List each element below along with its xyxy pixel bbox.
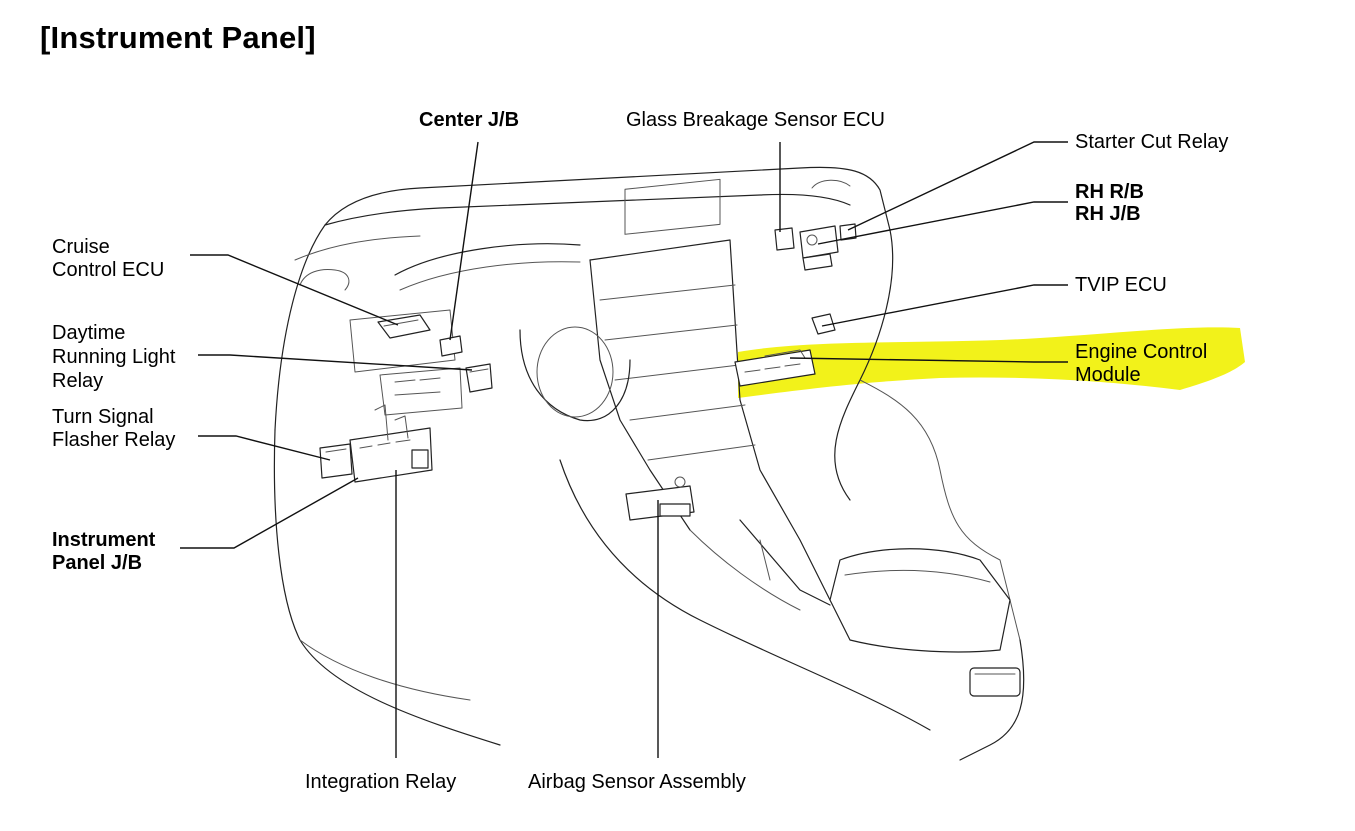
leader-tvip [821,284,1068,327]
leader-starter-cut [847,141,1068,231]
diagram-title: [Instrument Panel] [40,20,316,55]
label-drl-line2: Running Light [52,346,176,368]
label-ipjb-line1: Instrument [52,529,156,551]
label-ecm-line1: Engine Control [1075,341,1208,363]
label-tvip-ecu: TVIP ECU [1075,274,1167,296]
label-integration-relay: Integration Relay [305,771,457,793]
label-cruise-line2: Control ECU [52,259,165,281]
component-airbag-sensor-assembly [625,476,695,521]
leader-cruise [190,254,399,326]
label-starter-cut-relay: Starter Cut Relay [1075,131,1229,153]
label-ipjb-line2: Panel J/B [52,552,143,574]
dashboard-outline [273,166,1025,761]
component-daytime-running-light-relay [465,363,493,393]
leader-turn-signal [198,435,331,461]
label-rh-jb: RH J/B [1075,203,1141,225]
leader-drl [198,354,473,371]
engine-control-module-highlight [738,327,1245,398]
label-ecm-line2: Module [1075,364,1141,386]
label-center-jb: Center J/B [419,109,520,131]
component-glass-breakage-sensor-ecu [774,227,795,251]
label-turn-signal-line2: Flasher Relay [52,429,176,451]
component-cruise-control-ecu [377,314,431,339]
leader-rh-rb-jb [817,201,1068,245]
component-center-jb [439,335,463,357]
component-tvip-ecu [811,313,836,335]
leader-lines [180,141,1068,758]
label-turn-signal-line1: Turn Signal [52,406,154,428]
component-turn-signal-flasher-relay [319,443,353,479]
leader-center-jb [449,141,479,341]
component-engine-control-module [734,349,816,387]
label-glass-breakage-sensor-ecu: Glass Breakage Sensor ECU [626,109,886,131]
component-instrument-panel-jb [349,404,433,483]
component-rh-rb-jb [799,225,839,271]
label-rh-rb: RH R/B [1075,181,1144,203]
leader-ecm [789,357,1068,363]
label-drl-line1: Daytime [52,322,126,344]
label-cruise-line1: Cruise [52,236,110,258]
label-drl-line3: Relay [52,370,104,392]
leader-ipjb [180,477,359,549]
label-airbag-sensor-assembly: Airbag Sensor Assembly [528,771,746,793]
